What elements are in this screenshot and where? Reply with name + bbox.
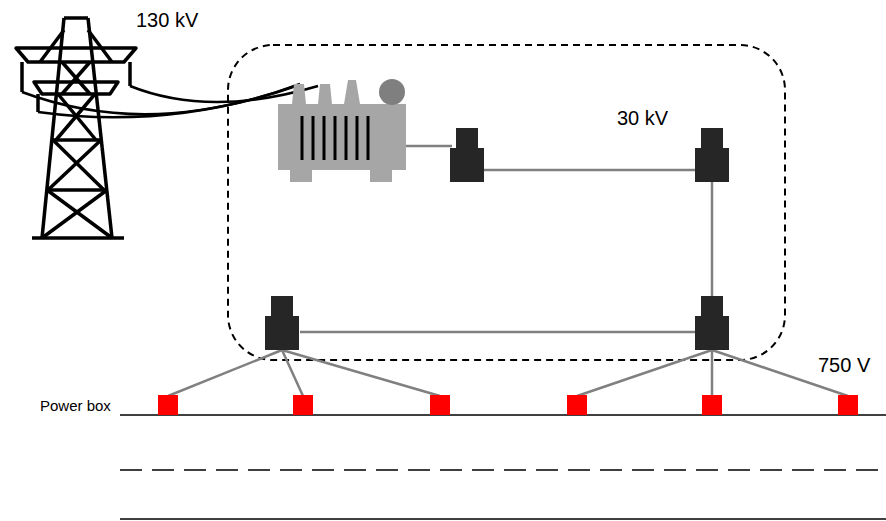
rail-centre-line (120, 469, 886, 471)
power-box-label: Power box (40, 398, 111, 413)
rail-line (120, 414, 886, 416)
transformer (278, 79, 406, 182)
pylon (16, 18, 136, 238)
voltage-label: 750 V (818, 355, 870, 375)
voltage-label: 30 kV (617, 108, 668, 128)
rail-line (120, 518, 886, 520)
cable (168, 146, 848, 396)
overhead-wire (22, 84, 318, 117)
voltage-label: 130 kV (136, 10, 198, 30)
switchgear-block (265, 128, 729, 350)
power-box (158, 395, 858, 415)
substation-outline (228, 45, 785, 360)
